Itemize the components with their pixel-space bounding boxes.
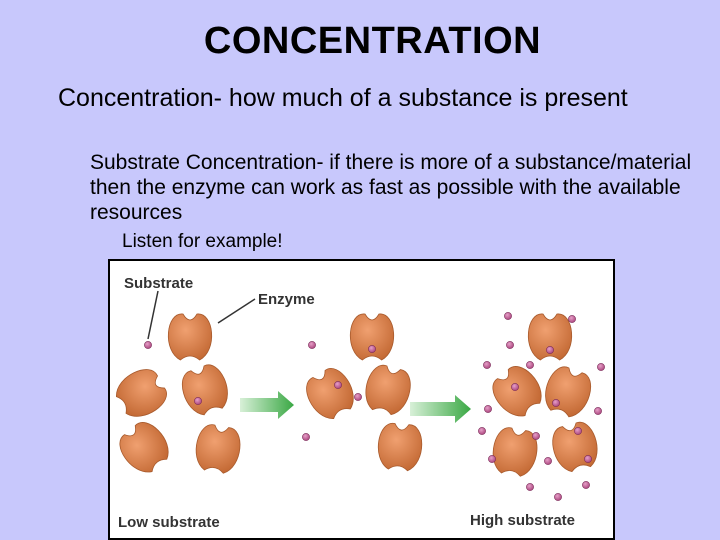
enzyme-shape	[119, 422, 169, 473]
substrate-concentration-text: Substrate Concentration- if there is mor…	[90, 151, 692, 224]
enzyme-pointer-line	[217, 298, 256, 324]
enzyme-shape	[527, 313, 573, 361]
page-title: CONCENTRATION	[203, 20, 542, 62]
listen-prompt: Listen for example!	[122, 231, 283, 252]
enzyme-shape	[377, 423, 423, 472]
substrate-molecule	[544, 457, 552, 465]
substrate-molecule	[546, 346, 554, 354]
substrate-molecule	[552, 399, 560, 407]
enzyme-substrate-diagram: Substrate Enzyme Low substrate High subs…	[108, 259, 615, 540]
substrate-molecule	[483, 361, 491, 369]
substrate-label: Substrate	[124, 275, 193, 292]
enzyme-shape	[349, 313, 395, 361]
enzyme-shape	[492, 427, 538, 477]
substrate-molecule	[506, 341, 514, 349]
substrate-molecule	[478, 427, 486, 435]
substrate-molecule	[511, 383, 519, 391]
arrow-2	[410, 395, 471, 423]
substrate-molecule	[354, 393, 362, 401]
enzyme-shape	[365, 364, 411, 416]
arrow-1	[240, 391, 294, 419]
substrate-molecule	[368, 345, 376, 353]
substrate-molecule	[597, 363, 605, 371]
enzyme-shape	[552, 421, 598, 473]
substrate-molecule	[584, 455, 592, 463]
substrate-molecule	[302, 433, 310, 441]
substrate-molecule	[594, 407, 602, 415]
enzyme-shape	[195, 424, 241, 474]
substrate-molecule	[532, 432, 540, 440]
substrate-molecule	[194, 397, 202, 405]
enzyme-shape	[545, 366, 592, 418]
low-substrate-label: Low substrate	[118, 514, 220, 531]
diagram-canvas: Substrate Enzyme Low substrate High subs…	[116, 275, 605, 531]
substrate-molecule	[526, 361, 534, 369]
substrate-pointer-line	[147, 290, 159, 340]
substrate-molecule	[308, 341, 316, 349]
enzyme-shape	[167, 313, 213, 361]
substrate-molecule	[582, 481, 590, 489]
substrate-molecule	[554, 493, 562, 501]
enzyme-shape	[181, 364, 228, 416]
substrate-molecule	[488, 455, 496, 463]
substrate-molecule	[144, 341, 152, 349]
enzyme-label: Enzyme	[258, 291, 315, 308]
enzyme-shape	[116, 369, 167, 417]
high-substrate-label: High substrate	[470, 512, 575, 529]
substrate-molecule	[484, 405, 492, 413]
enzyme-shape	[492, 366, 542, 417]
substrate-molecule	[504, 312, 512, 320]
substrate-molecule	[334, 381, 342, 389]
substrate-molecule	[526, 483, 534, 491]
substrate-molecule	[568, 315, 576, 323]
substrate-molecule	[574, 427, 582, 435]
enzymes-group	[116, 313, 598, 477]
enzyme-shape	[306, 368, 354, 419]
substrates-group	[144, 312, 605, 501]
concentration-definition: Concentration- how much of a substance i…	[58, 84, 628, 112]
